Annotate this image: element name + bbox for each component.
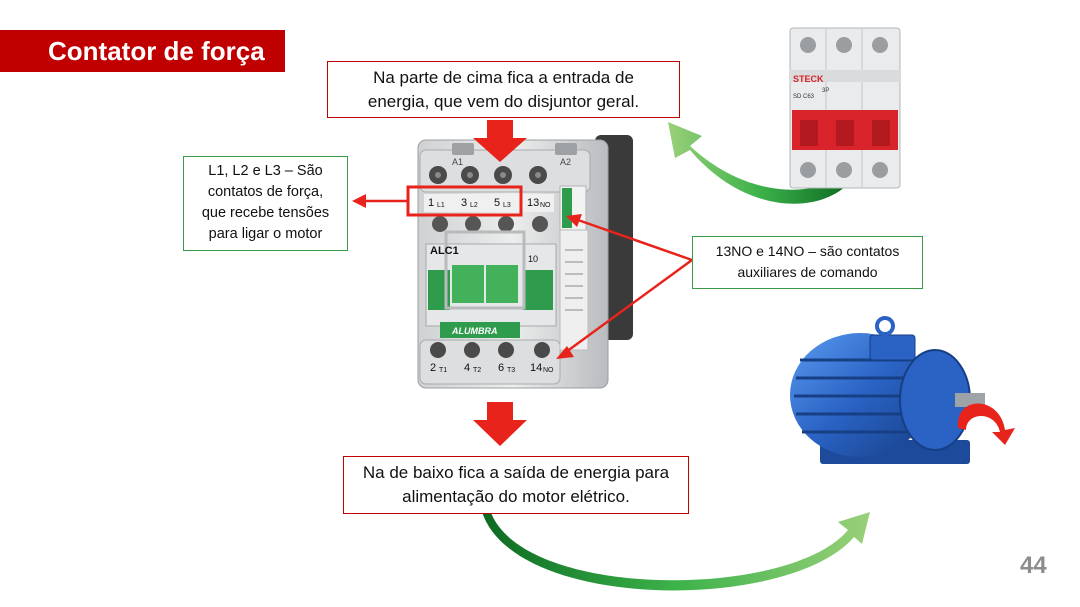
input-arrow-down-icon: [473, 120, 527, 162]
breaker-brand-label: STECK: [793, 74, 824, 84]
terminal-1-label: 1: [428, 197, 434, 209]
input-callout-line-2: energia, que vem do disjuntor geral.: [367, 92, 640, 111]
power-contacts-line-4: para ligar o motor: [208, 226, 323, 242]
slide-title: Contator de força: [48, 36, 265, 66]
terminal-4-label: 4: [464, 362, 470, 374]
power-contacts-line-3: que recebe tensões: [201, 205, 330, 221]
auxiliary-contacts-line-2: auxiliares de comando: [737, 264, 878, 280]
terminal-t3-label: T3: [507, 367, 515, 374]
terminal-13-label: 13: [527, 197, 539, 209]
terminal-3-label: 3: [461, 197, 467, 209]
power-contacts-callout: L1, L2 e L3 – São contatos de força, que…: [183, 156, 348, 251]
terminal-l3-label: L3: [503, 202, 511, 209]
page-number: 44: [1020, 552, 1047, 579]
auxiliary-contacts-line-1: 13NO e 14NO – são contatos: [715, 243, 900, 259]
model-label: ALC1: [430, 245, 459, 257]
power-contacts-line-2: contatos de força,: [207, 184, 324, 200]
contactor-to-motor-curved-arrow-icon: [482, 510, 870, 591]
brand-label: ALUMBRA: [451, 326, 498, 336]
auxiliary-contacts-callout: 13NO e 14NO – são contatos auxiliares de…: [692, 236, 923, 289]
terminal-5-label: 5: [494, 197, 500, 209]
terminal-2-label: 2: [430, 362, 436, 374]
output-arrow-down-icon: [473, 402, 527, 446]
terminal-6-label: 6: [498, 362, 504, 374]
pointer-to-auxiliary-contacts-icon: [556, 214, 693, 359]
breaker-poles-label: 3P: [822, 88, 829, 94]
electric-motor-image: [790, 316, 985, 464]
breaker-to-contactor-curved-arrow-icon: [668, 122, 850, 204]
power-contacts-line-1: L1, L2 e L3 – São: [208, 163, 323, 179]
pointer-to-l-terminals-icon: [352, 194, 408, 208]
terminal-t2-label: T2: [473, 367, 481, 374]
terminal-14no-label: NO: [543, 367, 554, 374]
output-callout-line-2: alimentação do motor elétrico.: [402, 487, 630, 506]
circuit-breaker-image: STECK SD C63 3P: [789, 27, 901, 189]
contactor-image: A1 A2 1 L1 3 L2 5 L3 13 NO ALC1 10 ALUMB…: [417, 135, 633, 389]
terminal-l1-label: L1: [437, 202, 445, 209]
output-callout-line-1: Na de baixo fica a saída de energia para: [362, 463, 670, 482]
coil-a1-label: A1: [452, 157, 463, 167]
breaker-spec-label: SD C63: [793, 94, 815, 100]
coil-a2-label: A2: [560, 157, 571, 167]
terminal-14-label: 14: [530, 362, 542, 374]
rating-label: 10: [528, 254, 538, 264]
rotation-arrow-icon: [957, 403, 1015, 445]
input-callout: Na parte de cima fica a entrada de energ…: [327, 61, 680, 118]
terminal-t1-label: T1: [439, 367, 447, 374]
title-bar: Contator de força: [0, 30, 285, 72]
output-callout: Na de baixo fica a saída de energia para…: [343, 456, 689, 514]
terminal-13no-label: NO: [540, 202, 551, 209]
terminal-l2-label: L2: [470, 202, 478, 209]
input-callout-line-1: Na parte de cima fica a entrada de: [373, 68, 634, 87]
